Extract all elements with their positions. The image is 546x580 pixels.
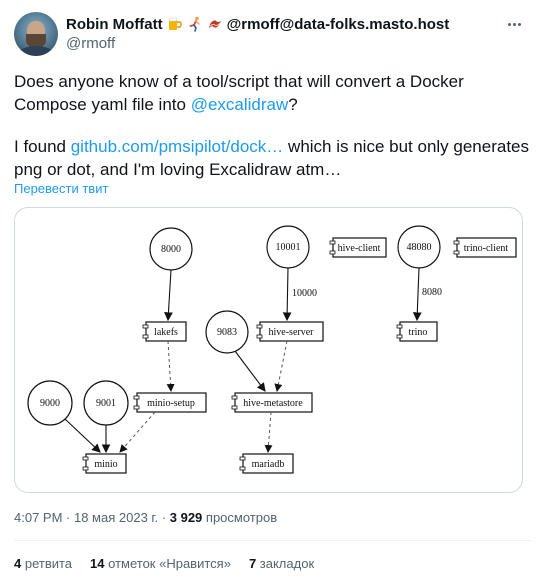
translate-tweet-link[interactable]: Перевести твит (14, 181, 109, 196)
likes-stat[interactable]: 14 отметок «Нравится» (90, 556, 231, 571)
docker-compose-diagram: 8000 10001 hive-client 48080 trino-clien… (27, 225, 517, 474)
avatar-shirt (18, 46, 54, 56)
views-label: просмотров (202, 510, 278, 525)
bookmarks-count: 7 (248, 556, 257, 571)
lakefs-label: lakefs (154, 327, 178, 338)
more-dot-icon (517, 22, 521, 26)
hive-metastore-box (234, 392, 313, 413)
port-9083-node (205, 310, 249, 354)
edge-10000-label: 10000 (292, 288, 317, 299)
minio-label: minio (94, 459, 117, 470)
port-9083-label: 9083 (217, 327, 237, 338)
engagement-stats: 4 ретвита 14 отметок «Нравится» 7 заклад… (14, 556, 314, 571)
edge-8080-label: 8080 (422, 287, 442, 298)
github-link[interactable]: github.com/pmsipilot/dock… (70, 137, 284, 156)
port-9000-label: 9000 (40, 398, 60, 409)
avatar[interactable] (14, 12, 58, 56)
minio-box (85, 453, 127, 474)
mariadb-label: mariadb (252, 459, 285, 470)
hive-server-box (259, 321, 324, 342)
tweet-text-segment: which is nice but only generates png or … (14, 137, 530, 179)
more-dot-icon (507, 22, 511, 26)
edge-48080-trino (412, 267, 422, 322)
port-9000-node (27, 380, 73, 426)
more-dot-icon (512, 22, 516, 26)
tweet-text: Does anyone know of a tool/script that w… (14, 70, 534, 181)
edge-8000-lakefs (164, 269, 173, 322)
likes-label: отметок «Нравится» (104, 556, 231, 571)
runner-icon (187, 16, 203, 32)
bacon-icon (207, 16, 223, 32)
edge-9083-hive-metastore (234, 350, 266, 392)
author-mastodon-handle: @rmoff@data-folks.masto.host (226, 15, 450, 33)
edge-9000-minio (64, 418, 101, 453)
port-8000-label: 8000 (161, 244, 181, 255)
meta-separator: · (62, 510, 74, 525)
tweet-text-segment: I found (14, 137, 71, 156)
mention-link[interactable]: @excalidraw (190, 95, 289, 114)
author-name-row[interactable]: Robin Moffatt @rmoff@data-folks.masto.ho… (66, 14, 449, 34)
mariadb-box (242, 453, 294, 474)
edge-hive-server-hive-metastore (274, 340, 288, 392)
trino-client-label: trino-client (464, 243, 509, 254)
trino-label: trino (409, 327, 428, 338)
divider (14, 540, 532, 541)
author-handle[interactable]: @rmoff (66, 35, 116, 52)
minio-setup-box (136, 392, 207, 413)
trino-client-box (456, 237, 517, 258)
hive-metastore-label: hive-metastore (243, 398, 303, 409)
avatar-beard (26, 34, 46, 48)
tweet-media-image[interactable]: 8000 10001 hive-client 48080 trino-clien… (14, 207, 523, 493)
tweet-paragraph-1: Does anyone know of a tool/script that w… (14, 70, 534, 116)
tweet-meta: 4:07 PM · 18 мая 2023 г. · 3 929 просмот… (14, 510, 277, 525)
edge-lakefs-minio-setup (166, 340, 175, 392)
tweet-text-segment: Does anyone know of a tool/script that w… (14, 72, 464, 114)
hive-client-label: hive-client (338, 243, 381, 254)
bookmarks-label: закладок (256, 556, 315, 571)
port-48080-label: 48080 (407, 242, 432, 253)
bookmarks-stat[interactable]: 7 закладок (249, 556, 314, 571)
tweet-text-segment: ? (288, 95, 298, 114)
meta-separator: · (158, 510, 170, 525)
hive-client-box (332, 237, 387, 258)
lakefs-box (145, 321, 187, 342)
likes-count: 14 (90, 556, 105, 571)
more-options-button[interactable] (504, 14, 524, 34)
edge-10001-hive-server (282, 267, 292, 322)
retweets-count: 4 (14, 556, 22, 571)
port-10001-label: 10001 (276, 242, 301, 253)
tweet-time[interactable]: 4:07 PM (14, 510, 63, 525)
edge-minio-setup-minio (119, 411, 156, 453)
retweets-stat[interactable]: 4 ретвита (14, 556, 72, 571)
author-display-name[interactable]: Robin Moffatt (66, 15, 163, 33)
hive-server-label: hive-server (269, 327, 315, 338)
views-count: 3 929 (169, 510, 203, 525)
minio-setup-label: minio-setup (147, 398, 195, 409)
tweet-date[interactable]: 18 мая 2023 г. (73, 510, 159, 525)
paragraph-gap (14, 116, 534, 135)
port-9001-label: 9001 (96, 398, 116, 409)
tweet-paragraph-2: I found github.com/pmsipilot/dock… which… (14, 135, 534, 181)
trino-box (399, 321, 438, 342)
edge-hive-metastore-mariadb (264, 411, 273, 453)
retweets-label: ретвита (21, 556, 73, 571)
beer-mug-icon (167, 16, 183, 32)
